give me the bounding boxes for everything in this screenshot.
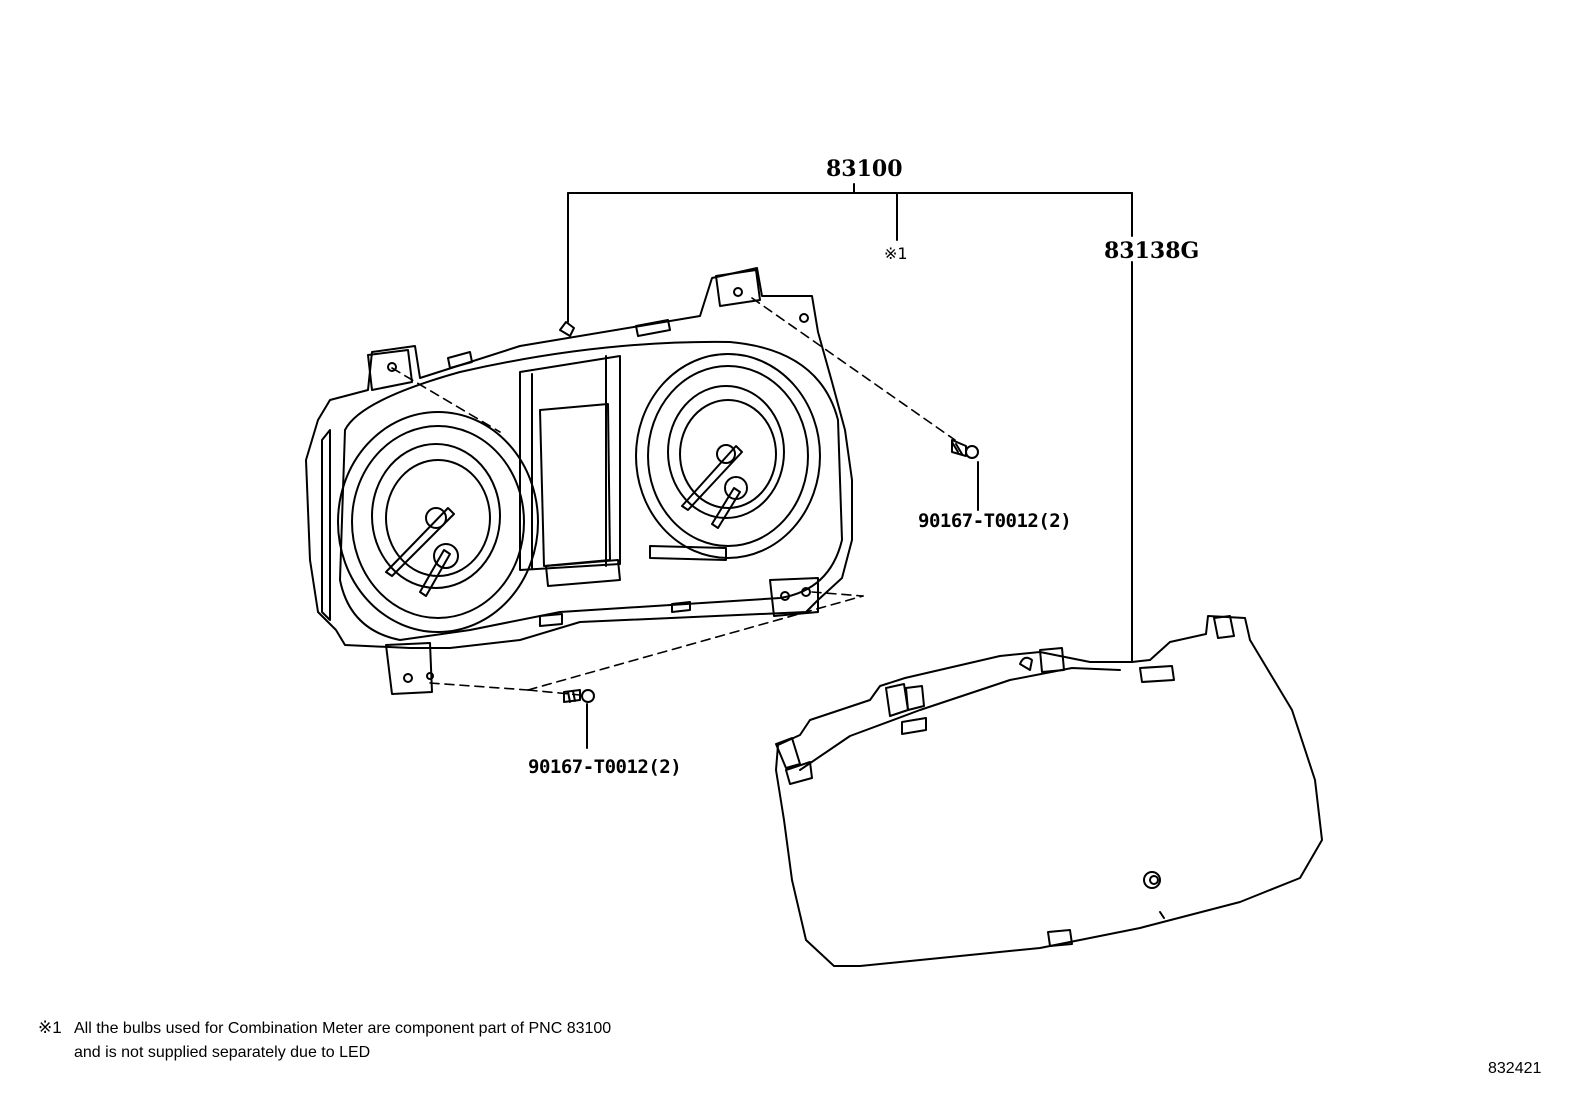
footnote: ※1 All the bulbs used for Combination Met… (38, 1016, 611, 1065)
callout-screw-lower: 90167-T0012(2) (528, 756, 682, 778)
footnote-line-1: All the bulbs used for Combination Meter… (74, 1020, 612, 1037)
leader-lines (567, 183, 1133, 749)
footnote-line-2: and is not supplied separately due to LE… (74, 1044, 371, 1061)
combination-meter-assembly (305, 267, 853, 695)
drawing-id: 832421 (1488, 1060, 1542, 1077)
callout-screw-upper: 90167-T0012(2) (918, 510, 1072, 532)
upper-screw (951, 439, 979, 459)
meter-cover (775, 615, 1323, 967)
callout-cover: 83138G (1104, 238, 1200, 264)
footnote-mark: ※1 (38, 1018, 62, 1037)
lower-screw (563, 689, 595, 703)
fastener-dashed-lines (391, 297, 956, 696)
callout-assembly: 83100 (826, 156, 903, 182)
callout-note-ref: ※1 (884, 244, 908, 263)
